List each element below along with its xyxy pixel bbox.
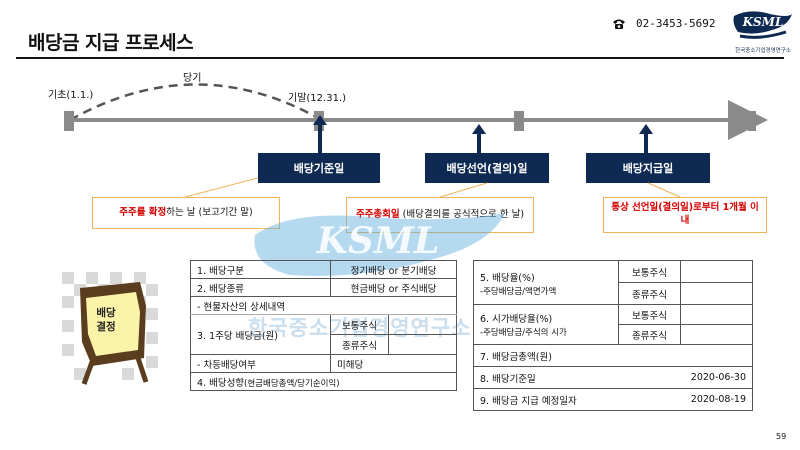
declaration-date-note: 주주총회일 (배당결의를 공식적으로 한 날) (346, 197, 534, 233)
table-row: 2. 배당종류 현금배당 or 주식배당 (190, 278, 457, 297)
dividend-info-table-right: 5. 배당율(%) -주당배당금/액면가액 보통주식 종류주식 6. 시가배당율… (473, 260, 753, 411)
sub-label: 종류주식 (330, 334, 389, 355)
up-arrow-1 (313, 115, 327, 125)
sub-label: 보통주식 (618, 260, 681, 283)
row-label: 4. 배당성향(현금배당총액/당기순이익) (190, 372, 457, 391)
title-underline (16, 57, 784, 59)
period-arc (69, 83, 319, 122)
row-label: 1. 배당구분 (190, 260, 331, 279)
row-value: 정기배당 or 분기배당 (330, 260, 457, 279)
svg-text:KSML: KSML (742, 15, 784, 29)
arrow-shaft-2 (477, 133, 481, 158)
start-label: 기초(1.1.) (48, 90, 94, 101)
period-label: 당기 (183, 73, 202, 84)
table-row: 6. 시가배당율(%) -주당배당금/주식의 시가 보통주식 (473, 304, 753, 345)
table-row: 8. 배당기준일 2020-06-30 (473, 366, 753, 389)
table-row: - 현물자산의 상세내역 (190, 296, 457, 315)
row-label: 5. 배당율(%) -주당배당금/액면가액 (473, 260, 619, 305)
decision-sign-label: 배당 결정 (96, 307, 116, 333)
row-label: 7. 배당금총액(원) (473, 344, 753, 367)
milestone-record-date: 배당기준일 (258, 153, 380, 183)
sub-label: 종류주식 (618, 324, 681, 345)
end-label: 기말(12.31.) (288, 93, 347, 104)
milestone-payment-date: 배당지급일 (586, 153, 710, 183)
table-row: 3. 1주당 배당금(원) 보통주식 (190, 314, 457, 355)
value-cell (388, 314, 457, 335)
sub-label: 보통주식 (618, 304, 681, 325)
start-tick (64, 111, 74, 131)
dividend-info-table-left: 1. 배당구분 정기배당 or 분기배당 2. 배당종류 현금배당 or 주식배… (190, 260, 457, 391)
table-row: 4. 배당성향(현금배당총액/당기순이익) (190, 372, 457, 391)
value-cell (680, 260, 753, 283)
value-cell (680, 282, 753, 305)
row-label: 3. 1주당 배당금(원) (190, 314, 331, 355)
table-row: 7. 배당금총액(원) (473, 344, 753, 367)
phone-number: 02-3453-5692 (636, 17, 716, 30)
record-date-note: 주주를 확정하는 날 (보고기간 말) (92, 197, 280, 229)
table-row: 9. 배당금 지급 예정일자 2020-08-19 (473, 388, 753, 411)
row-label: - 차등배당여부 (190, 354, 331, 373)
phone-contact: 02-3453-5692 (612, 17, 715, 30)
svg-text:한국중소기업경영연구소: 한국중소기업경영연구소 (735, 46, 791, 54)
page-title: 배당금 지급 프로세스 (28, 32, 194, 54)
tick-2 (514, 111, 524, 131)
row-label: 9. 배당금 지급 예정일자 (473, 388, 681, 411)
ksml-logo: KSML 한국중소기업경영연구소 (733, 11, 792, 54)
table-row: 종류주식 (191, 334, 457, 355)
row-value: 2020-06-30 (680, 366, 753, 389)
value-cell (388, 334, 457, 355)
row-value: 2020-08-19 (680, 388, 753, 411)
table-row: 1. 배당구분 정기배당 or 분기배당 (190, 260, 457, 279)
up-arrow-2 (472, 124, 486, 134)
tick-3 (748, 111, 756, 131)
up-arrow-3 (639, 124, 653, 134)
sub-label: 종류주식 (618, 282, 681, 305)
value-cell (680, 324, 753, 345)
row-label: 6. 시가배당율(%) -주당배당금/주식의 시가 (473, 304, 619, 345)
page-number: 59 (776, 432, 787, 441)
table-row: - 차등배당여부 미해당 (190, 354, 457, 373)
table-row: 종류주식 (474, 324, 753, 345)
row-label: - 현물자산의 상세내역 (190, 296, 457, 315)
row-value: 현금배당 or 주식배당 (330, 278, 457, 297)
table-row: 5. 배당율(%) -주당배당금/액면가액 보통주식 (473, 260, 753, 305)
arrow-shaft-1 (318, 124, 322, 158)
sub-label: 보통주식 (330, 314, 389, 335)
payment-date-note: 통상 선언일(결의일)로부터 1개월 이내 (603, 197, 767, 233)
row-label: 2. 배당종류 (190, 278, 331, 297)
decision-sign-illustration (62, 272, 158, 385)
value-cell (680, 304, 753, 325)
arrow-shaft-3 (644, 133, 648, 158)
milestone-declaration-date: 배당선언(결의)일 (425, 153, 549, 183)
row-value: 미해당 (330, 354, 457, 373)
table-row: 종류주식 (474, 282, 753, 305)
row-label: 8. 배당기준일 (473, 366, 681, 389)
phone-icon (613, 19, 625, 29)
